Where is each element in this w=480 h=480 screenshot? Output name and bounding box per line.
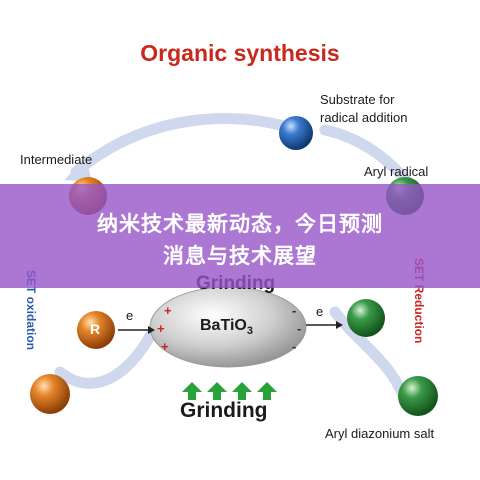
positive-charges: + + + (157, 303, 172, 354)
svg-text:-: - (292, 303, 296, 318)
aryl-radical-label: Aryl radical (364, 164, 429, 179)
aryl-radical-sphere-lower (347, 299, 385, 337)
substrate-label: Substrate for radical addition (320, 92, 408, 125)
svg-text:+: + (164, 303, 172, 318)
negative-charges: --- (292, 303, 301, 354)
aryl-diazonium-label: Aryl diazonium salt (325, 426, 435, 441)
diazonium-sphere (398, 376, 438, 416)
top-cycle-arrow (70, 113, 296, 178)
catalyst-subscript: 3 (246, 325, 253, 338)
grinding-label-bottom: Grinding (180, 399, 268, 422)
top-arrowhead (64, 158, 92, 182)
grinding-arrows (182, 382, 277, 400)
substrate-sphere (279, 116, 313, 150)
electron-left-head (148, 326, 155, 334)
diagram-title: Organic synthesis (140, 40, 340, 66)
product-sphere (30, 374, 70, 414)
headline-banner: 纳米技术最新动态，今日预测 消息与技术展望 (0, 184, 480, 288)
catalyst-formula: BaTiO (200, 317, 247, 334)
intermediate-label: Intermediate (20, 152, 93, 167)
catalyst-label: BaTiO3 (200, 318, 253, 339)
svg-text:+: + (157, 321, 165, 336)
radical-letter: R (90, 321, 101, 337)
svg-text:+: + (161, 339, 169, 354)
banner-line-1: 纳米技术最新动态，今日预测 (97, 212, 383, 236)
svg-text:-: - (292, 339, 296, 354)
electron-right-label: e (316, 304, 324, 319)
electron-right-head (336, 321, 343, 329)
electron-left-label: e (126, 308, 134, 323)
svg-text:-: - (297, 321, 301, 336)
banner-line-2: 消息与技术展望 (163, 244, 317, 268)
radical-cation-sphere (77, 311, 115, 349)
left-cycle-arrow (54, 330, 156, 389)
